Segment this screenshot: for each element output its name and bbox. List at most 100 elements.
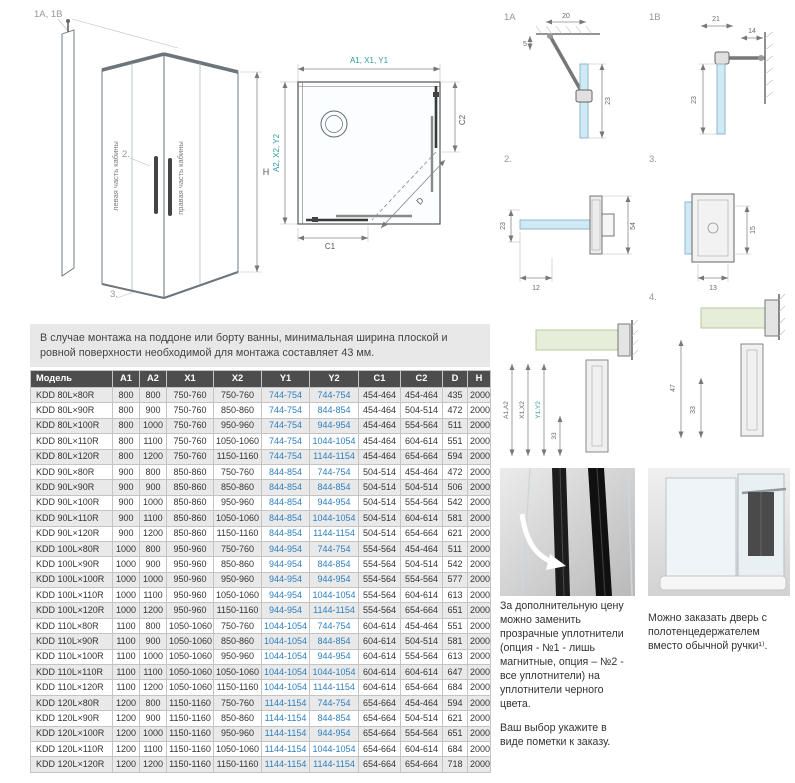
glass-panel [665,477,737,579]
value-cell: 900 [112,463,140,481]
value-cell: 1044-1054 [261,679,310,696]
value-cell: 594 [442,694,468,712]
value-cell: 1144-1154 [261,710,310,727]
seals-caption-text-1: За дополнительную цену можно заменить пр… [500,600,624,710]
model-cell: KDD 80L×120R [30,448,113,465]
value-cell: 1100 [112,633,140,650]
col-header-0: Модель [30,370,113,388]
value-cell: 1050-1060 [213,740,262,758]
value-cell: 504-514 [358,463,401,481]
value-cell: 844-854 [309,402,359,419]
value-cell: 504-514 [358,510,401,527]
value-cell: 944-954 [261,571,310,589]
glass-panel [716,63,726,135]
model-cell: KDD 90L×80R [30,463,113,481]
value-cell: 1144-1154 [261,694,310,712]
value-cell: 900 [139,633,167,650]
value-cell: 2000 [467,633,491,650]
value-cell: 2000 [467,510,491,527]
value-cell: 604-614 [400,664,443,681]
value-cell: 2000 [467,571,491,589]
value-cell: 1044-1054 [309,587,359,604]
fixed-panel-glass [61,29,75,277]
value-cell: 1150-1160 [166,710,214,727]
value-cell: 950-960 [166,602,214,619]
value-cell: 1050-1060 [166,617,214,635]
value-cell: 604-614 [400,510,443,527]
wall-profile [617,323,631,357]
value-cell: 1000 [139,648,167,666]
value-cell: 1200 [112,740,140,758]
right-part-label: правая часть кабины [176,141,185,215]
detail-2-label: 2. [504,154,512,165]
value-cell: 750-760 [166,417,214,435]
value-cell: 1044-1054 [261,664,310,681]
value-cell: 1050-1060 [213,510,262,527]
value-cell: 472 [442,402,468,419]
value-cell: 604-614 [358,679,401,696]
seals-caption: За дополнительную цену можно заменить пр… [500,600,633,760]
glass-panel [535,329,625,351]
value-cell: 1150-1160 [166,740,214,758]
value-cell: 1050-1060 [166,633,214,650]
black-seal-strip [588,468,612,596]
value-cell: 551 [442,617,468,635]
detail-4-label: 4. [649,292,657,303]
value-cell: 1150-1160 [213,448,262,465]
value-cell: 1144-1154 [309,448,359,465]
value-cell: 654-664 [400,679,443,696]
model-cell: KDD 90L×90R [30,479,113,496]
model-cell: KDD 120L×120R [30,756,113,773]
value-cell: 1000 [112,587,140,604]
model-cell: KDD 90L×110R [30,510,113,527]
value-cell: 950-960 [213,648,262,666]
dim-x1x2: X1,X2 [519,401,526,419]
value-cell: 950-960 [213,725,262,742]
value-cell: 844-854 [261,463,310,481]
value-cell: 1150-1160 [213,525,262,542]
detail-adjust-drawing: A1,A2 X1,X2 Y1,Y2 33 [503,319,638,456]
value-cell: 1000 [139,494,167,512]
model-cell: KDD 110L×80R [30,617,113,635]
value-cell: 1144-1154 [261,756,310,773]
value-cell: 1044-1054 [261,633,310,650]
value-cell: 900 [139,556,167,573]
plan-drain-circle [320,110,348,138]
value-cell: 944-954 [261,587,310,604]
value-cell: 1044-1054 [261,617,310,635]
value-cell: 504-514 [400,402,443,419]
model-cell: KDD 100L×90R [30,556,113,573]
value-cell: 472 [442,463,468,481]
value-cell: 613 [442,648,468,666]
value-cell: 800 [139,540,167,558]
value-cell: 900 [139,710,167,727]
value-cell: 654-664 [358,694,401,712]
value-cell: 511 [442,417,468,435]
value-cell: 454-464 [358,433,401,450]
value-cell: 1144-1154 [309,602,359,619]
value-cell: 744-754 [261,433,310,450]
value-cell: 850-860 [213,710,262,727]
value-cell: 1044-1054 [309,510,359,527]
value-cell: 744-754 [309,386,359,404]
dim-y1y2: Y1,Y2 [535,401,542,419]
plan-c2-label: C2 [458,114,467,125]
value-cell: 1050-1060 [213,587,262,604]
value-cell: 1000 [112,571,140,589]
detail-2-drawing: 2. 23 12 54 [500,154,637,292]
value-cell: 2000 [467,540,491,558]
value-cell: 654-664 [400,602,443,619]
glass-panel [700,307,772,329]
value-cell: 750-760 [213,463,262,481]
